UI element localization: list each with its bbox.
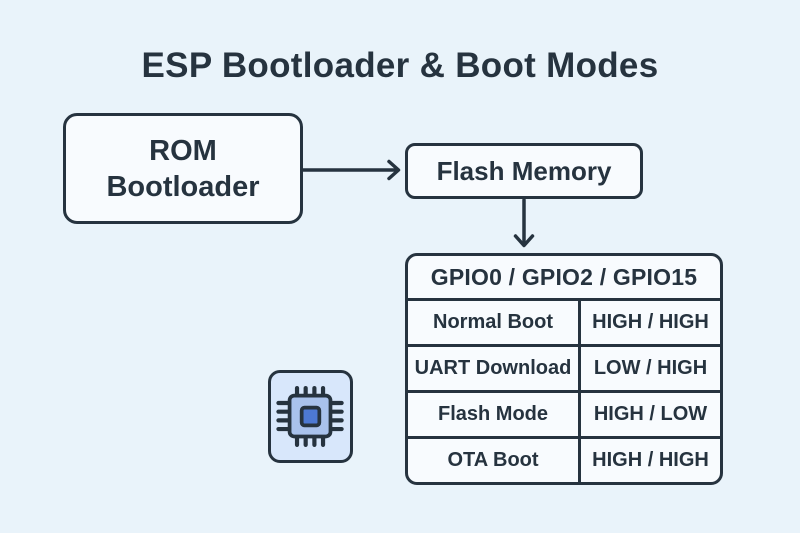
table-header-gpio: GPIO0 / GPIO2 / GPIO15 xyxy=(408,256,720,301)
gpio-level-cell: HIGH / LOW xyxy=(593,403,708,425)
table-row: OTA Boot HIGH / HIGH xyxy=(408,439,720,482)
arrow-flash-to-table xyxy=(513,198,535,248)
boot-mode-cell: Normal Boot xyxy=(408,301,581,344)
boot-mode-table: GPIO0 / GPIO2 / GPIO15 Normal Boot HIGH … xyxy=(405,253,723,485)
gpio-level-cell: HIGH / HIGH xyxy=(592,311,709,333)
rom-node-label-line1: ROM xyxy=(149,134,217,167)
rom-node-label-line2: Bootloader xyxy=(106,170,260,203)
boot-mode-cell: UART Download xyxy=(408,347,581,390)
boot-mode-cell: Flash Mode xyxy=(408,393,581,436)
microchip-icon xyxy=(276,386,344,447)
boot-mode-cell: OTA Boot xyxy=(408,439,581,482)
page-title: ESP Bootloader & Boot Modes xyxy=(141,46,659,85)
chip-icon-tile xyxy=(268,370,353,463)
flash-memory-node: Flash Memory xyxy=(405,143,643,199)
gpio-level-cell: LOW / HIGH xyxy=(593,357,708,379)
gpio-level-cell: HIGH / HIGH xyxy=(592,449,709,471)
table-row: Normal Boot HIGH / HIGH xyxy=(408,301,720,347)
table-row: UART Download LOW / HIGH xyxy=(408,347,720,393)
flash-node-label: Flash Memory xyxy=(436,155,612,186)
rom-bootloader-node: ROM Bootloader xyxy=(63,113,303,224)
arrow-rom-to-flash xyxy=(301,159,401,181)
table-row: Flash Mode HIGH / LOW xyxy=(408,393,720,439)
